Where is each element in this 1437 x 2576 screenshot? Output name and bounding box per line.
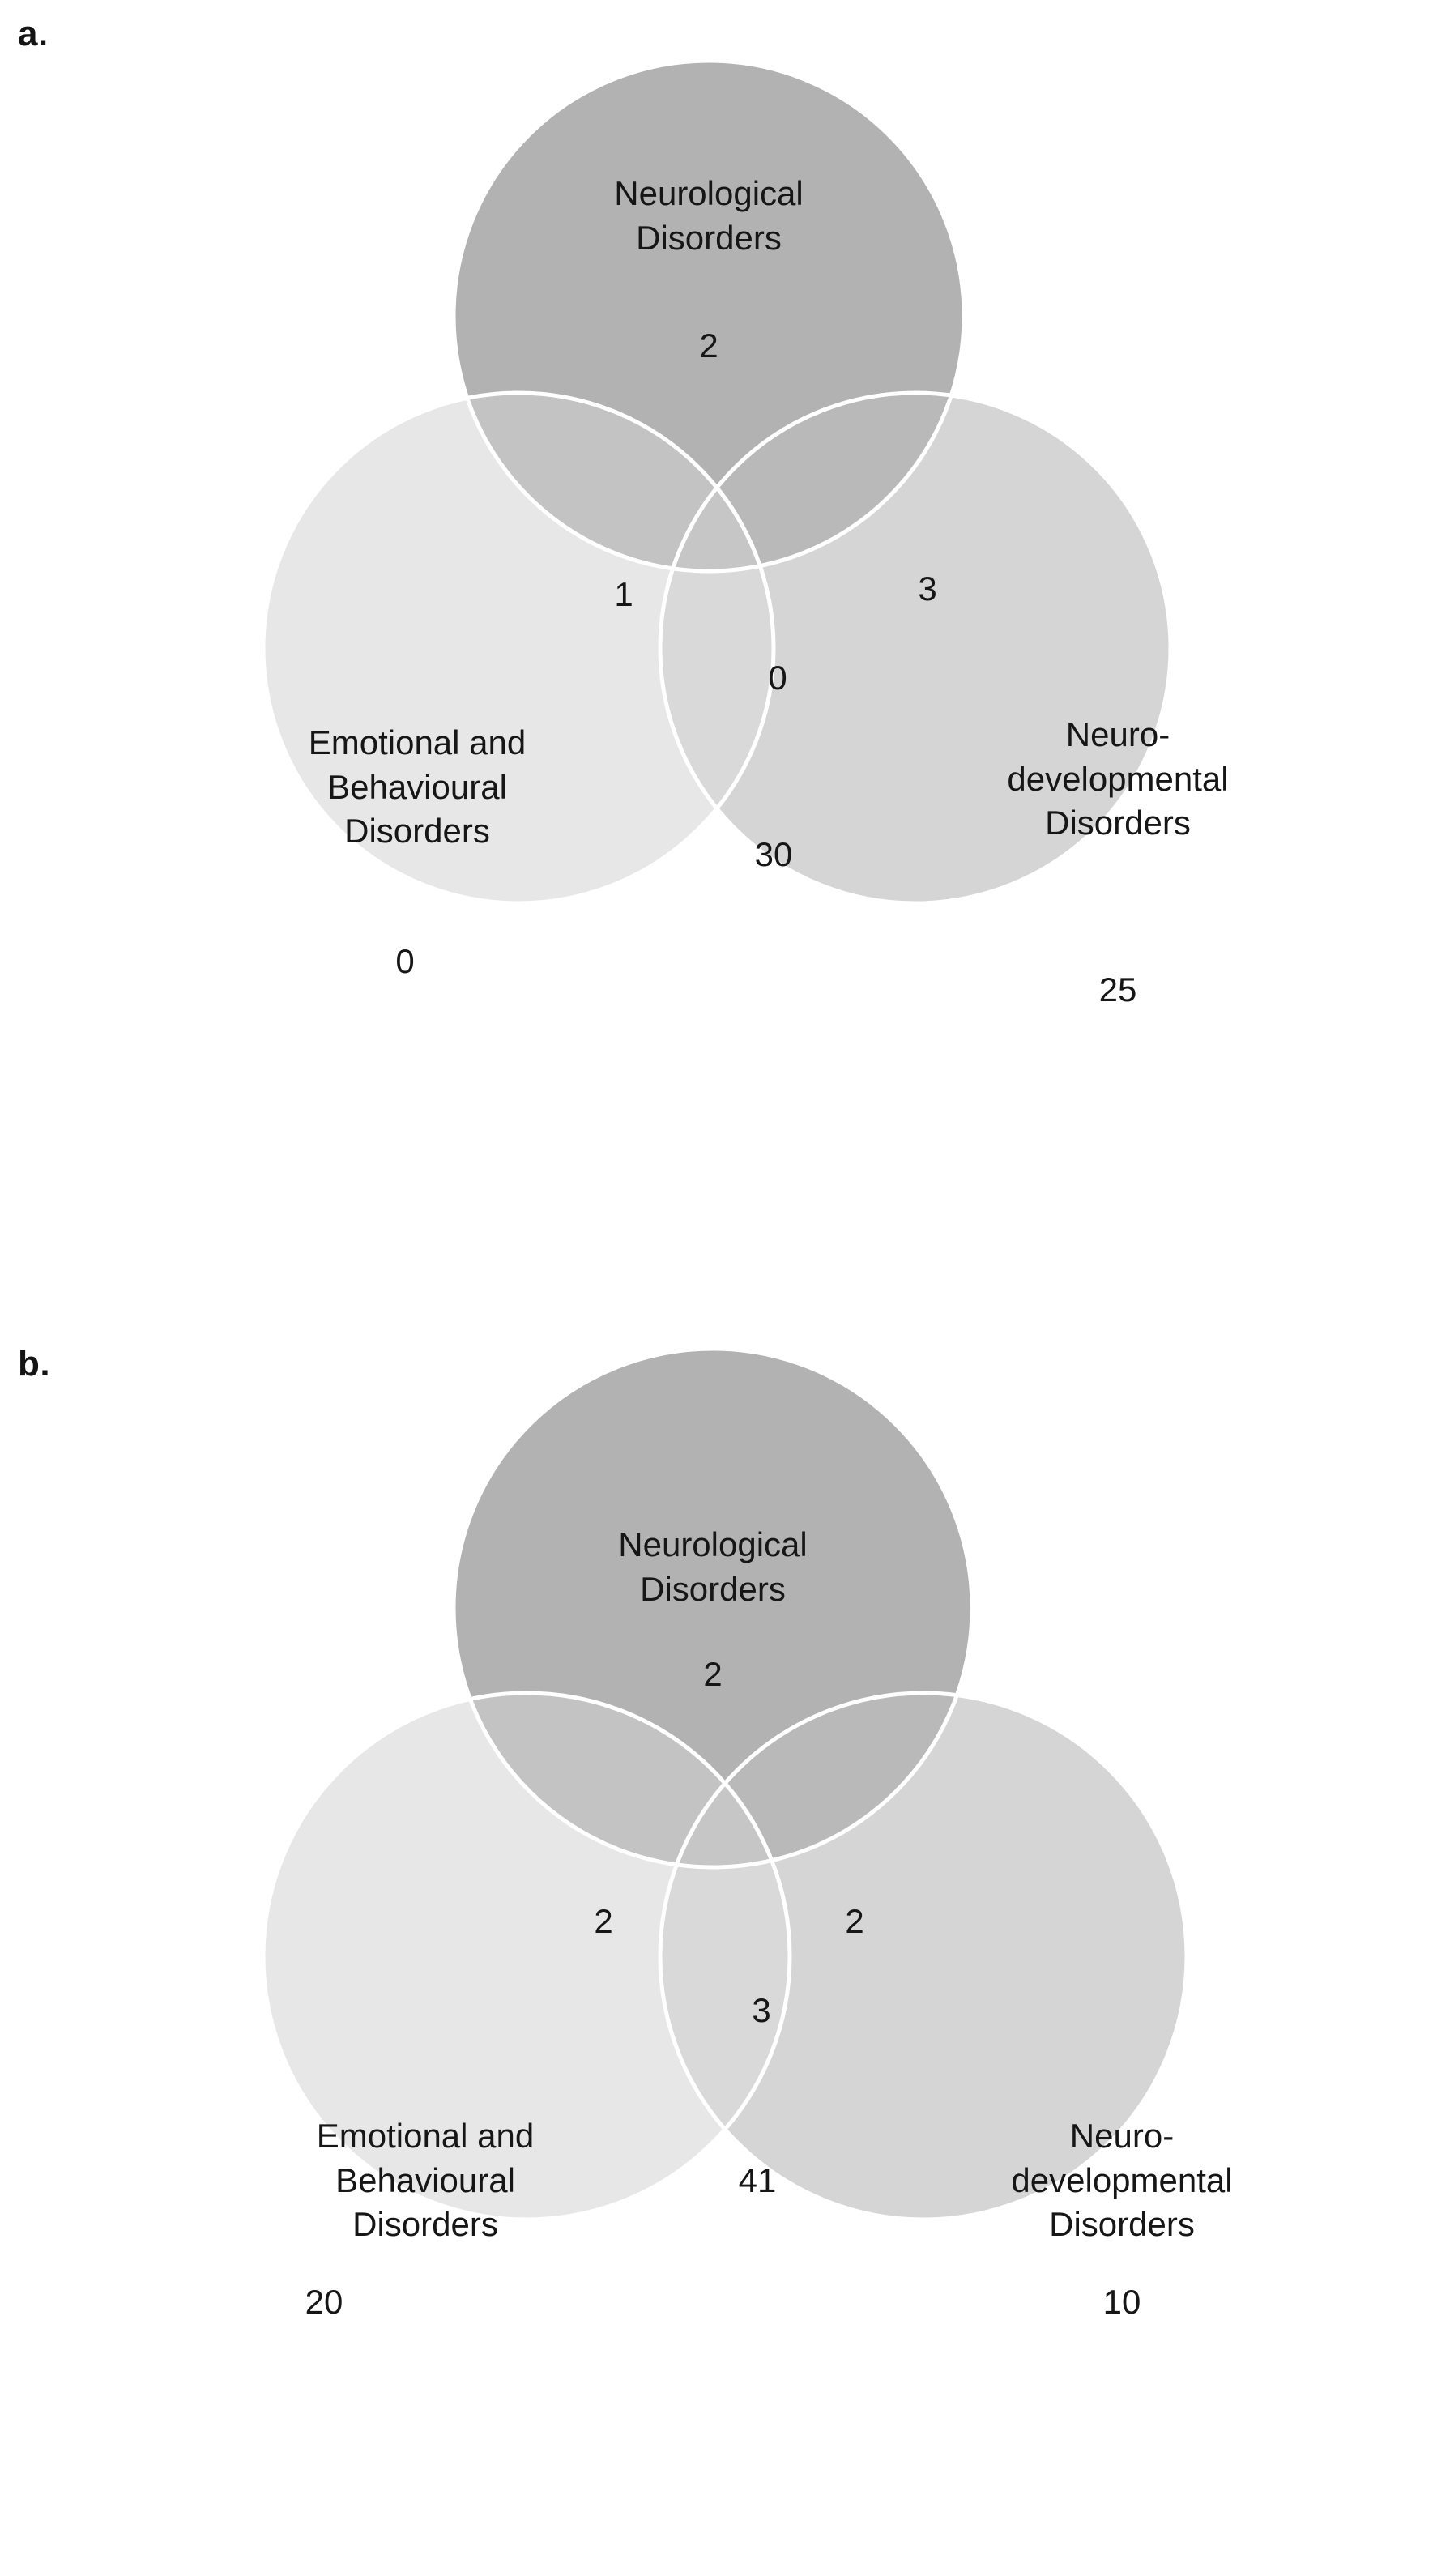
venn-panel-b: b. — [0, 1296, 1437, 2576]
circle-outline-emotional-a — [261, 390, 776, 906]
circle-outline-neurodevelopmental-a — [658, 390, 1173, 906]
circle-outline-neurological-a — [451, 58, 966, 574]
panel-a-label: a. — [18, 14, 49, 53]
panel-b-label: b. — [18, 1344, 51, 1384]
venn-diagram-a-graphic — [261, 58, 1173, 906]
circle-outline-emotional-b — [261, 1691, 792, 2222]
overlap-top-right-b — [660, 1693, 972, 1867]
overlap-top-left-a — [454, 393, 774, 571]
overlap-top-left-b — [454, 1693, 790, 1867]
venn-panel-a: a. — [18, 14, 1229, 1009]
venn-diagram-b-graphic — [261, 1346, 1189, 2222]
circle-outline-neurodevelopmental-b — [658, 1691, 1189, 2222]
overlap-top-right-a — [660, 393, 964, 571]
circle-outline-neurological-b — [451, 1346, 974, 1870]
